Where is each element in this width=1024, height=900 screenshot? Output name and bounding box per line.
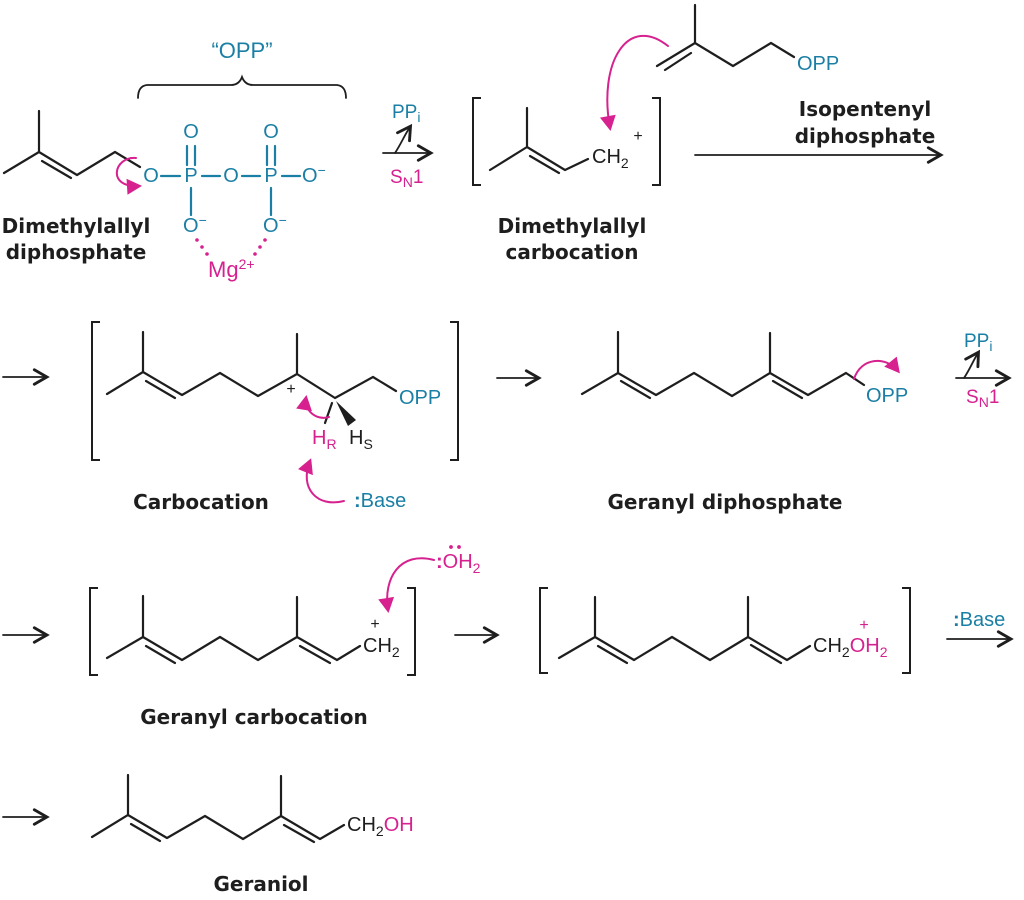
- positive-charge: +: [633, 128, 642, 145]
- compound-name: carbocation: [505, 240, 638, 264]
- dimethylallyl-carbocation-structure: CH2 + Dimethylallyl carbocation: [472, 97, 661, 264]
- leaving-group-arrow: [963, 349, 981, 379]
- lone-pair-dot: [457, 545, 461, 549]
- hydride-shift-curved-arrow: [296, 395, 330, 419]
- carbon-skeleton-bonds: [580, 330, 866, 400]
- double-bond-oxygen-2: O: [263, 121, 279, 143]
- carbon-skeleton-bonds: [105, 330, 398, 400]
- double-bond-oxygen-1: O: [183, 121, 199, 143]
- pyrophosphate-label: PPi: [964, 331, 992, 354]
- protonated-geraniol-structure: CH2OH2 + :Base: [539, 587, 1014, 674]
- base-deprotonation-curved-arrow: [298, 458, 345, 504]
- geranyl-diphosphate-structure: OPP Geranyl diphosphate: [496, 330, 908, 514]
- lone-pair-dot: [449, 545, 453, 549]
- carbocation-structure: + HR HS OPP :Base Carbocation: [2, 321, 459, 514]
- sn1-reaction-arrow-2: PPi SN1: [955, 331, 1012, 410]
- geranyl-carbocation-structure: CH2 + :OH2 Geranyl carbocation: [2, 545, 500, 729]
- phosphorus-1: P: [184, 165, 197, 187]
- right-bracket: [652, 97, 661, 186]
- anionic-oxygen-2: O−: [263, 212, 287, 237]
- opp-label: OPP: [866, 385, 908, 407]
- wedge-bond: [336, 401, 356, 426]
- pro-r-hydrogen: HR: [312, 427, 337, 452]
- compound-name: Dimethylallyl: [498, 214, 647, 238]
- compound-name: diphosphate: [6, 240, 147, 264]
- carbon-skeleton-bonds: [90, 773, 346, 844]
- water-attack-curved-arrow: [378, 557, 435, 613]
- ester-oxygen: O: [143, 165, 159, 187]
- opp-departure-curved-arrow: [853, 356, 900, 380]
- terminal-oxygen-anion: O−: [302, 162, 326, 187]
- compound-name: Geraniol: [213, 872, 308, 896]
- positive-charge: +: [370, 616, 379, 633]
- ch2-oh-label: CH2OH: [347, 814, 414, 839]
- opp-label: OPP: [399, 387, 441, 409]
- opp-label: OPP: [797, 53, 839, 75]
- leaving-group-arrow: [394, 123, 413, 154]
- geraniol-structure: CH2OH Geraniol: [2, 773, 414, 896]
- ionization-curved-arrow: [115, 156, 142, 195]
- compound-name: Carbocation: [133, 490, 269, 514]
- right-bracket: [450, 321, 459, 461]
- water-nucleophile-label: :OH2: [436, 551, 481, 576]
- magnesium-coordination: Mg2+: [195, 238, 267, 282]
- opp-brace-label: “OPP”: [211, 38, 272, 63]
- isopentenyl-diphosphate-structure: OPP Isopentenyl diphosphate: [599, 3, 944, 164]
- dimethylallyl-diphosphate-structure: O P O P O− O O O− O− Mg2+ “OPP” Dimethyl…: [2, 38, 347, 282]
- carbon-skeleton-bonds: [655, 3, 796, 72]
- compound-name: Geranyl diphosphate: [608, 490, 843, 514]
- sn1-reaction-arrow-1: PPi SN1: [382, 102, 434, 190]
- ch2-oh2-label: CH2OH2: [813, 635, 888, 660]
- right-bracket: [407, 587, 416, 676]
- carbon-skeleton-bonds: [557, 595, 812, 665]
- phosphorus-2: P: [264, 165, 277, 187]
- compound-name: Geranyl carbocation: [140, 705, 367, 729]
- magnesium-ion-label: Mg2+: [208, 256, 255, 282]
- bridge-oxygen: O: [223, 165, 239, 187]
- reagent-name: Isopentenyl: [799, 97, 931, 121]
- right-bracket: [902, 587, 911, 674]
- carbon-skeleton-bonds: [105, 594, 362, 665]
- compound-name: Dimethylallyl: [2, 214, 151, 238]
- opp-brace: [137, 74, 347, 99]
- sn1-label: SN1: [390, 167, 423, 190]
- left-bracket: [539, 587, 548, 674]
- pyrophosphate-label: PPi: [392, 102, 420, 125]
- anionic-oxygen-1: O−: [183, 212, 207, 237]
- carbon-skeleton-bonds: [2, 109, 142, 180]
- positive-charge: +: [859, 617, 868, 634]
- alkene-attack-curved-arrow: [599, 34, 669, 131]
- phosphate-bonds: [159, 144, 302, 217]
- carbon-skeleton-bonds: [488, 106, 590, 175]
- ch2-label: CH2: [592, 146, 629, 171]
- base-label: :Base: [354, 490, 406, 512]
- h-r-bond: [323, 401, 334, 425]
- base-label: :Base: [953, 609, 1005, 631]
- left-bracket: [89, 587, 98, 676]
- sn1-label: SN1: [966, 387, 999, 410]
- reagent-name: diphosphate: [795, 124, 936, 148]
- left-bracket: [91, 321, 100, 461]
- left-bracket: [472, 97, 481, 186]
- positive-charge: +: [286, 381, 295, 398]
- pro-s-hydrogen: HS: [349, 427, 373, 452]
- ch2-label: CH2: [363, 635, 400, 660]
